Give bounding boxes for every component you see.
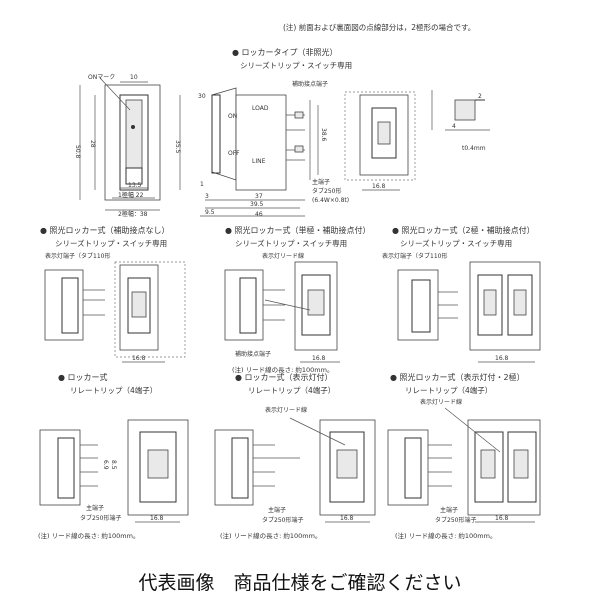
load-label: LOAD [252,105,269,112]
main-terminal-label-e: 主端子 [440,506,458,514]
lamp-terminal-label-b: 表示灯端子（タブ110形 [382,252,447,260]
dim-3: 3 [205,193,209,200]
two-pole-width: 2極幅：38 [118,210,148,218]
t04-label: t0.4mm [462,145,486,152]
main-terminal-label-d: 主端子 [268,506,286,514]
tab250-label: タブ250形 [312,187,341,195]
main-terminal-label: 主端子 [312,178,330,186]
dim-28: 28 [89,140,96,148]
rocker-relay-title: ● ロッカー式 [58,372,108,382]
lit-no-aux-title: ● 照光ロッカー式（補助接点なし） [40,225,170,235]
lit-double-aux-title: ● 照光ロッカー式（2極・補助接点付） [392,225,535,235]
dim-355: 35.5 [174,140,181,154]
lead-note-c: (注) リード線の長さ: 約100mm。 [220,531,321,540]
tab-size-label: (6.4W×0.8t) [312,197,349,204]
lead-note-a: (注) リード線の長さ: 約100mm。 [232,365,333,374]
dim-508: 50.8 [74,145,81,159]
lit-no-aux-subtitle: シリーズトリップ・スイッチ専用 [55,238,167,248]
rocker-relay-lamp-subtitle: リレートリップ（4端子） [248,385,335,395]
front-view-rocker [79,77,181,211]
dim-135: 13.5 [128,182,142,189]
lamp-terminal-label-a: 表示灯端子（タブ110形 [45,252,110,260]
back-view-rocker [344,91,416,191]
dim-37: 37 [255,193,263,200]
lead-note-b: (注) リード線の長さ: 約100mm。 [38,531,139,540]
aux-terminal-label: 補助接点端子 [292,80,328,88]
lit-relay-lamp2-drawing [387,407,541,523]
lead-note-d: (注) リード線の長さ: 約100mm。 [395,531,496,540]
side-view-rocker [200,87,319,217]
main-terminal-label-c: 主端子 [86,504,104,512]
dim-168-b: 16.8 [132,355,146,362]
dim-168-a: 16.8 [372,183,386,190]
dim-4-detail: 4 [452,123,456,130]
tab250-terminal-label-d: タブ250形端子 [262,516,303,524]
dim-168-f: 16.8 [340,515,354,522]
dim-95: 9.5 [205,209,215,216]
aux-terminal-label-b: 補助接点端子 [235,350,271,358]
line-label: LINE [252,158,266,165]
rocker-relay-lamp-drawing [214,417,376,523]
tab250-terminal-label-c: タブ250形端子 [80,514,121,522]
rocker-type-title: ● ロッカータイプ（非照光） [232,47,338,57]
on-mark-label: ONマーク [88,74,115,81]
lit-single-aux-drawing [224,261,340,363]
dim-168-d: 16.8 [495,355,509,362]
dim-386: 38.6 [320,128,327,142]
terminal-detail [431,90,490,131]
dim-2-detail: 2 [478,93,482,100]
rocker-relay-drawing [39,419,189,523]
dim-395: 39.5 [250,201,264,208]
lit-single-aux-title: ● 照光ロッカー式（単極・補助接点付） [225,225,371,235]
top-note: (注) 前面および裏面図の点線部分は，2極形の場合です。 [283,22,475,32]
dim-168-e: 16.8 [150,515,164,522]
rocker-relay-lamp-title: ● ロッカー式（表示灯付） [235,372,333,382]
rocker-type-subtitle: シリーズトリップ・スイッチ専用 [240,60,352,70]
on-label: ON [228,113,237,120]
dim-168-g: 16.8 [495,515,509,522]
single-pole-width: 1極幅 22 [118,191,144,199]
lamp-lead-label-b: 表示灯リード線 [265,406,307,414]
rocker-relay-subtitle: リレートリップ（4端子） [70,385,157,395]
dim-1: 1 [200,181,204,188]
lit-relay-lamp2-subtitle: リレートリップ（4端子） [405,385,492,395]
lit-single-aux-subtitle: シリーズトリップ・スイッチ専用 [235,238,347,248]
dim-69: 6.9 [102,460,109,470]
tab250-terminal-label-e: タブ250形端子 [435,516,476,524]
lit-double-aux-drawing [397,261,541,363]
lamp-lead-label-a: 表示灯リード線 [262,252,304,260]
dim-85: 8.5 [110,460,117,470]
dim-30: 30 [198,93,206,100]
footer-note: 代表画像 商品仕様をご確認ください [138,572,462,594]
off-label: OFF [228,150,240,157]
dim-10: 10 [130,74,138,81]
lit-double-aux-subtitle: シリーズトリップ・スイッチ専用 [400,238,512,248]
lamp-lead-label-c: 表示灯リード線 [420,398,462,406]
dim-168-c: 16.8 [312,355,326,362]
dim-46: 46 [255,211,263,218]
lit-relay-lamp2-title: ● 照光ロッカー式（表示灯付・2極） [390,372,525,382]
lit-no-aux-drawing [44,261,186,363]
